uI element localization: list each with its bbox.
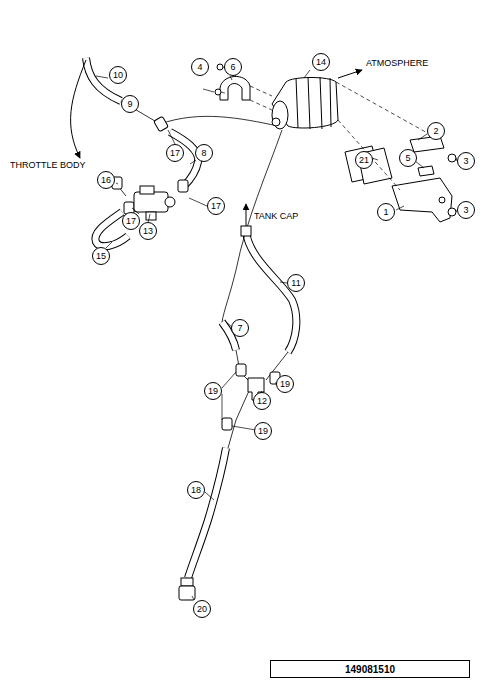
callout-circle — [122, 96, 139, 113]
direction-label: THROTTLE BODY — [10, 161, 86, 170]
callout-circle — [110, 67, 127, 84]
callout-circle — [288, 275, 305, 292]
callout-number: 3 — [463, 157, 468, 166]
callout-number: 1 — [383, 208, 388, 217]
callout-circle — [458, 153, 475, 170]
callout-number: 17 — [170, 149, 180, 158]
callout-circle — [208, 198, 225, 215]
callout-number: 19 — [280, 380, 290, 389]
callout-circle — [192, 59, 209, 76]
callout-number: 5 — [405, 154, 410, 163]
callout-circle — [254, 393, 271, 410]
callout-number: 18 — [191, 486, 201, 495]
callout-number: 16 — [101, 176, 111, 185]
callout-number: 4 — [197, 63, 202, 72]
callout-number: 21 — [359, 156, 369, 165]
callout-circle — [232, 320, 249, 337]
callout-circle — [205, 383, 222, 400]
callout-circle — [225, 59, 242, 76]
callout-number: 7 — [237, 324, 242, 333]
callout-number: 3 — [463, 206, 468, 215]
callout-number: 14 — [316, 58, 326, 67]
callout-circle — [458, 202, 475, 219]
callout-number: 2 — [433, 127, 438, 136]
callout-number: 11 — [291, 279, 300, 288]
direction-label: TANK CAP — [254, 212, 298, 221]
callout-number: 17 — [126, 217, 136, 226]
callout-circle — [356, 152, 373, 169]
callout-circle — [428, 123, 445, 140]
callout-circle — [93, 248, 110, 265]
callout-number: 20 — [197, 605, 207, 614]
callout-circle — [188, 482, 205, 499]
callout-number: 19 — [258, 427, 268, 436]
callout-circle — [313, 54, 330, 71]
callout-circle — [255, 423, 272, 440]
part-number: 149081510 — [345, 664, 395, 675]
callout-circle — [400, 150, 417, 167]
callout-number: 6 — [230, 63, 235, 72]
callout-number: 19 — [208, 387, 218, 396]
callout-number: 17 — [211, 202, 221, 211]
callout-number: 12 — [257, 397, 267, 406]
callout-circle — [98, 172, 115, 189]
callout-circle — [167, 145, 184, 162]
callout-number: 10 — [113, 71, 123, 80]
callout-circle — [378, 204, 395, 221]
callout-circle — [140, 223, 157, 240]
direction-label: ATMOSPHERE — [366, 59, 428, 68]
callout-circle — [123, 213, 140, 230]
callout-circle — [277, 376, 294, 393]
callout-number: 8 — [201, 149, 206, 158]
callout-number: 9 — [127, 100, 132, 109]
callout-circle — [194, 601, 211, 618]
part-number-box: 149081510 — [270, 660, 470, 678]
callout-number: 13 — [143, 227, 153, 236]
callout-circle — [196, 145, 213, 162]
callout-number: 15 — [96, 252, 106, 261]
